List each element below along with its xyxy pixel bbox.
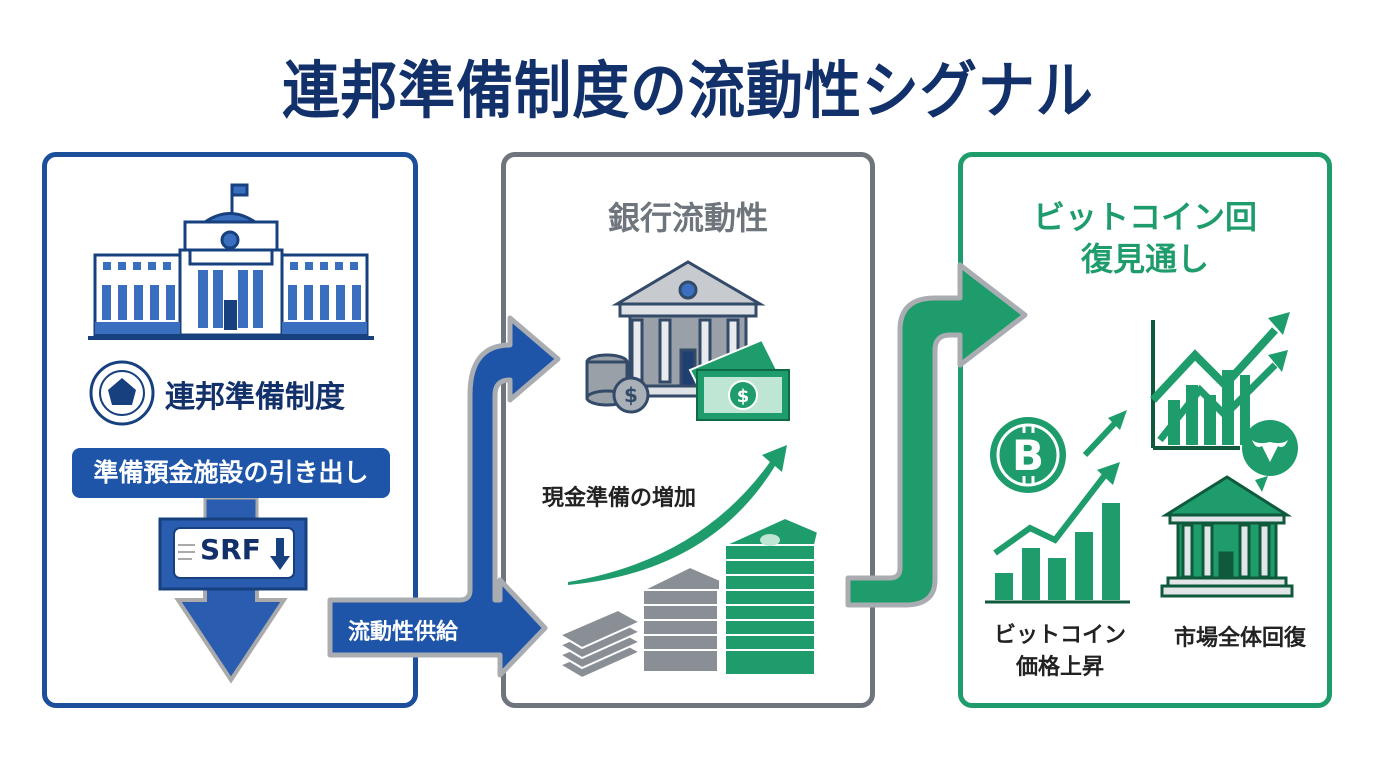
growth-chart-icon bbox=[1150, 312, 1290, 450]
reserve-facility-drawdown-label: 準備預金施設の引き出し bbox=[72, 448, 390, 498]
srf-label: SRF bbox=[200, 533, 261, 566]
recovery-flow-arrow bbox=[845, 262, 1028, 608]
market-bank-icon bbox=[1160, 475, 1294, 598]
market-recovery-label: 市場全体回復 bbox=[1173, 626, 1306, 651]
bitcoin-price-rise-line2: 価格上昇 bbox=[1015, 655, 1104, 680]
svg-text:$: $ bbox=[624, 383, 638, 407]
bitcoin-price-rise-label: ビットコイン 価格上昇 bbox=[980, 620, 1140, 684]
bitcoin-outlook-title-line2: 復見通し bbox=[1080, 240, 1209, 278]
bank-liquidity-title: 銀行流動性 bbox=[607, 199, 768, 237]
bitcoin-rise-chart-icon bbox=[985, 462, 1130, 604]
page-title: 連邦準備制度の流動性シグナル bbox=[282, 54, 1094, 127]
srf-down-arrow bbox=[158, 496, 308, 684]
federal-reserve-building-icon bbox=[88, 183, 374, 340]
fed-label: 連邦準備制度 bbox=[165, 380, 345, 415]
liquidity-supply-label: 流動性供給 bbox=[348, 620, 459, 645]
bull-icon bbox=[1242, 420, 1298, 492]
bitcoin-outlook-title: ビットコイン回 復見通し bbox=[958, 196, 1332, 280]
svg-text:B: B bbox=[1012, 431, 1044, 480]
svg-text:$: $ bbox=[737, 386, 750, 407]
bitcoin-price-rise-line1: ビットコイン bbox=[993, 623, 1126, 648]
cash-stacks-rising-icon bbox=[557, 516, 820, 680]
fed-seal-icon bbox=[89, 360, 155, 426]
bitcoin-icon: B bbox=[990, 410, 1127, 493]
bank-with-money-icon: $ $ bbox=[585, 260, 790, 421]
bitcoin-outlook-title-line1: ビットコイン回 bbox=[1032, 198, 1257, 236]
down-arrow-icon bbox=[270, 538, 290, 570]
liquidity-flow-arrow bbox=[327, 315, 561, 678]
cash-reserve-increase-label: 現金準備の増加 bbox=[542, 486, 697, 511]
